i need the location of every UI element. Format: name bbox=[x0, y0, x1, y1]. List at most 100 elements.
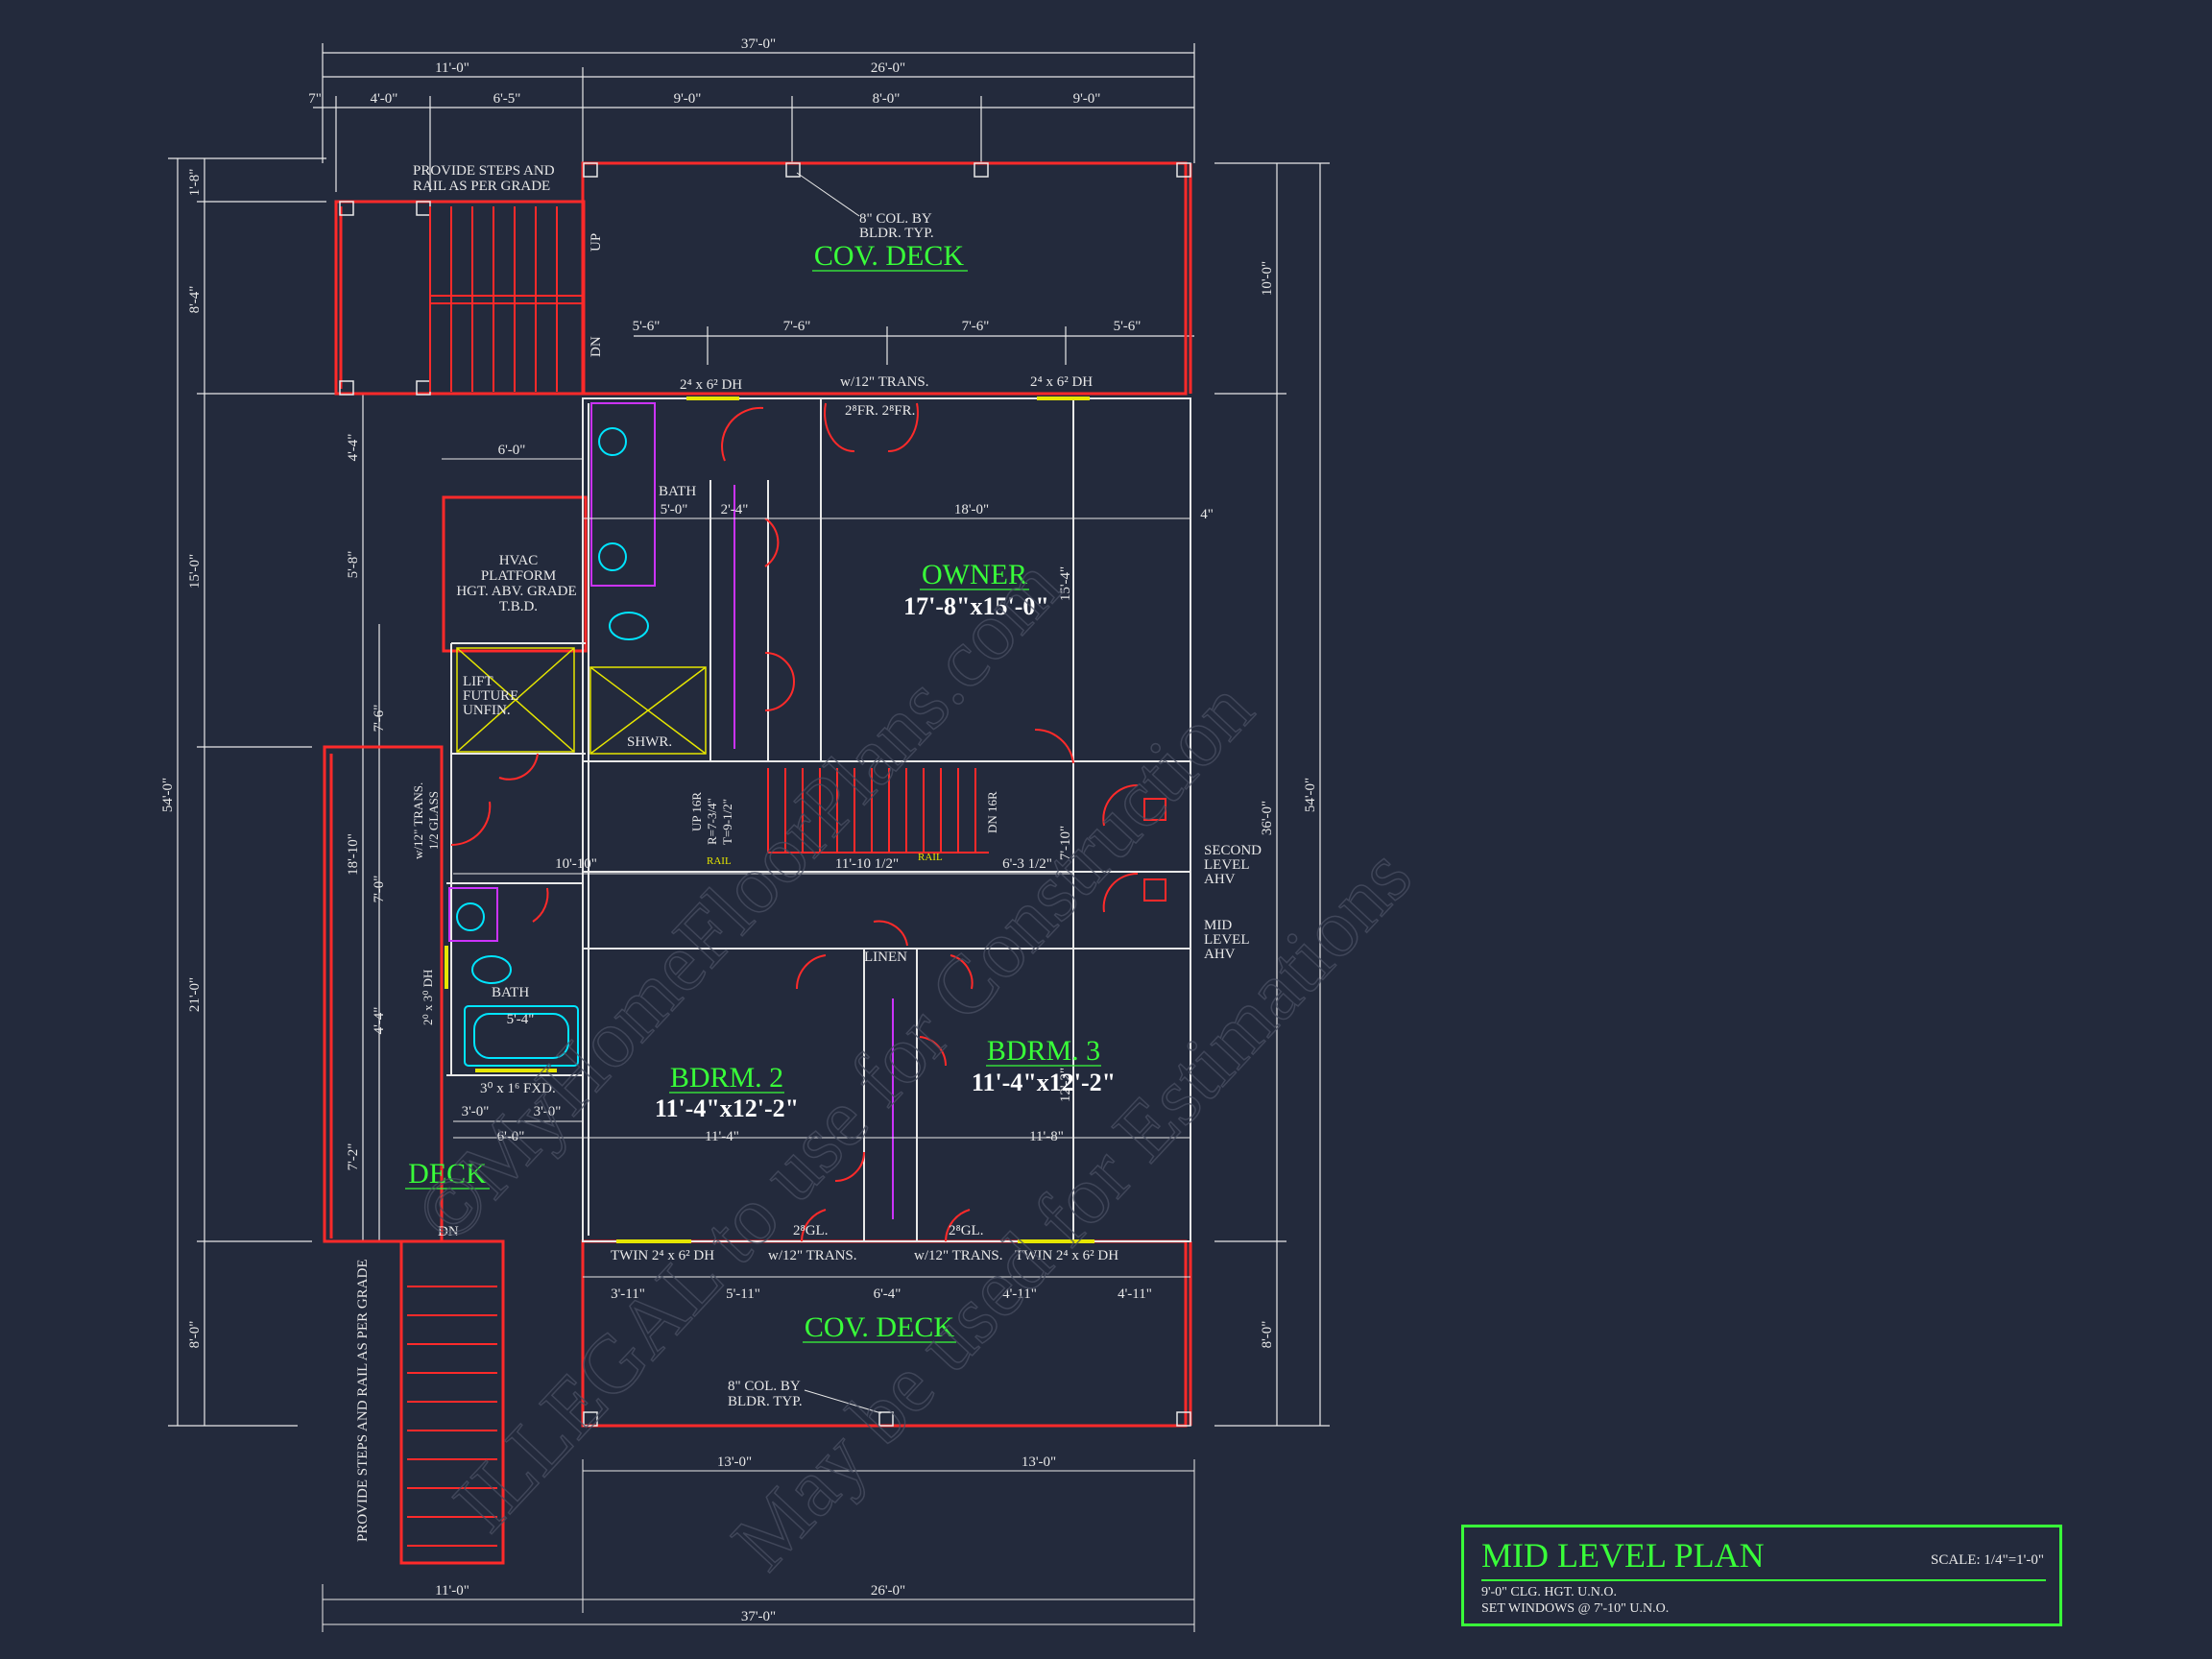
dim-11-10: 11'-10 1/2" bbox=[835, 856, 899, 872]
room-cov-deck-top: COV. DECK bbox=[814, 240, 964, 272]
dim-11-4: 11'-4" bbox=[705, 1129, 739, 1144]
room-cov-deck-bottom: COV. DECK bbox=[805, 1311, 954, 1343]
door-swings bbox=[450, 402, 1139, 1242]
note-trans-glass-2: 1/2 GLASS bbox=[426, 791, 441, 850]
dim-mid-7-6a: 7'-6" bbox=[783, 319, 811, 334]
ahv-unit-second bbox=[1143, 798, 1166, 821]
note-steps-bottom: PROVIDE STEPS AND RAIL AS PER GRADE bbox=[355, 1260, 371, 1543]
note-mid-ahv-3: AHV bbox=[1204, 947, 1236, 962]
dim-bottom-26: 26'-0" bbox=[871, 1583, 905, 1599]
dim-right-54: 54'-0" bbox=[1303, 778, 1318, 812]
dim-right-7-10: 7'-10" bbox=[1058, 826, 1073, 860]
room-deck: DECK bbox=[408, 1158, 487, 1190]
note-stair-up: UP 16R bbox=[689, 792, 704, 831]
label-linen: LINEN bbox=[864, 950, 907, 965]
dim-6-0: 6'-0" bbox=[498, 443, 526, 458]
dim-left-54: 54'-0" bbox=[160, 778, 176, 812]
note-mid-ahv-2: LEVEL bbox=[1204, 932, 1249, 948]
note-gl-right: 2⁸GL. bbox=[949, 1223, 983, 1238]
note-win-bot-trans2: w/12" TRANS. bbox=[914, 1248, 1003, 1263]
top-dimension-lines bbox=[313, 43, 1195, 365]
room-bdrm3-size: 11'-4"x12'-2" bbox=[972, 1069, 1116, 1096]
note-rail: RAIL bbox=[707, 855, 732, 867]
note-col-top-2: BLDR. TYP. bbox=[859, 226, 934, 241]
dim-top-6-5: 6'-5" bbox=[493, 91, 521, 107]
note-dn: DN bbox=[589, 336, 604, 357]
dim-b-13a: 13'-0" bbox=[717, 1455, 752, 1470]
note-trans-glass-1: w/12" TRANS. bbox=[411, 782, 425, 859]
room-owner: OWNER bbox=[922, 559, 1027, 590]
note-stair-t: T=9-1/2" bbox=[720, 799, 734, 845]
room-owner-size: 17'-8"x15'-0" bbox=[903, 592, 1049, 620]
note-fr-doors: 2⁸FR. 2⁸FR. bbox=[845, 403, 915, 419]
plan-title: MID LEVEL PLAN bbox=[1481, 1536, 1765, 1575]
dim-18-0: 18'-0" bbox=[954, 502, 989, 517]
note-steps-top-1: PROVIDE STEPS AND bbox=[413, 163, 555, 179]
dim-mid-5-6b: 5'-6" bbox=[1114, 319, 1142, 334]
dim-6-0b: 6'-0" bbox=[497, 1129, 525, 1144]
dim-6-3: 6'-3 1/2" bbox=[1002, 856, 1052, 872]
note-dn-deck: DN bbox=[438, 1224, 459, 1239]
dim-5-4: 5'-4" bbox=[507, 1012, 535, 1027]
note-win-top-left: 2⁴ x 6² DH bbox=[680, 377, 742, 393]
note-col-bot-1: 8" COL. BY bbox=[728, 1379, 801, 1394]
dim-bottom-overall: 37'-0" bbox=[741, 1609, 776, 1624]
note-fxd: 3⁰ x 1⁶ FXD. bbox=[480, 1081, 556, 1096]
dim-b-5-11: 5'-11" bbox=[726, 1286, 760, 1302]
dim-left-5-8: 5'-8" bbox=[346, 551, 361, 579]
dim-left-7-2: 7'-2" bbox=[346, 1143, 361, 1171]
dim-b-4-11a: 4'-11" bbox=[1002, 1286, 1037, 1302]
room-bdrm2-size: 11'-4"x12'-2" bbox=[655, 1094, 799, 1122]
dim-b-3-11: 3'-11" bbox=[611, 1286, 645, 1302]
note-hvac-4: T.B.D. bbox=[499, 599, 538, 614]
interior-walls bbox=[446, 397, 1191, 1242]
dim-top-26: 26'-0" bbox=[871, 60, 905, 76]
note-mid-ahv-1: MID bbox=[1204, 918, 1232, 933]
dim-top-overall: 37'-0" bbox=[741, 36, 776, 52]
dim-right-4: 4" bbox=[1200, 507, 1214, 522]
note-col-bot-2: BLDR. TYP. bbox=[728, 1394, 803, 1409]
top-stair bbox=[429, 206, 583, 392]
leader-col-bot bbox=[804, 1389, 882, 1414]
note-hvac-2: PLATFORM bbox=[481, 568, 556, 584]
dim-bottom-11: 11'-0" bbox=[435, 1583, 469, 1599]
note-dh-side: 2⁰ x 3⁰ DH bbox=[421, 970, 435, 1025]
dim-5-0: 5'-0" bbox=[661, 502, 688, 517]
ahv-unit-mid bbox=[1143, 878, 1166, 902]
title-underline bbox=[1481, 1579, 2046, 1581]
wall-lines bbox=[323, 161, 1192, 1565]
label-shwr: SHWR. bbox=[627, 734, 672, 750]
windows bbox=[445, 397, 1094, 1243]
dim-left-4-4b: 4'-4" bbox=[372, 1007, 387, 1035]
plan-note-windows: SET WINDOWS @ 7'-10" U.N.O. bbox=[1481, 1601, 1670, 1616]
dim-mid-7-6b: 7'-6" bbox=[962, 319, 990, 334]
plan-scale: SCALE: 1/4"=1'-0" bbox=[1931, 1552, 2044, 1568]
note-second-ahv-3: AHV bbox=[1204, 872, 1236, 887]
dim-left-21: 21'-0" bbox=[187, 977, 203, 1012]
note-gl-left: 2⁸GL. bbox=[793, 1223, 828, 1238]
note-col-top-1: 8" COL. BY bbox=[859, 211, 932, 227]
note-rail-2: RAIL bbox=[918, 852, 943, 863]
dim-3-0b: 3'-0" bbox=[534, 1104, 562, 1119]
room-bdrm3: BDRM. 3 bbox=[987, 1035, 1100, 1067]
dim-left-8: 8'-0" bbox=[187, 1321, 203, 1349]
side-dimension-lines bbox=[168, 157, 1330, 1427]
lift-and-shower bbox=[456, 647, 707, 755]
dim-right-8: 8'-0" bbox=[1260, 1321, 1275, 1349]
label-bath-top: BATH bbox=[659, 484, 696, 499]
dim-top-11: 11'-0" bbox=[435, 60, 469, 76]
note-stair-dn: DN 16R bbox=[985, 791, 999, 833]
note-win-top-right: 2⁴ x 6² DH bbox=[1030, 374, 1093, 390]
dim-b-6-4: 6'-4" bbox=[874, 1286, 902, 1302]
dim-top-9a: 9'-0" bbox=[674, 91, 702, 107]
dim-left-7-0: 7'-0" bbox=[372, 876, 387, 903]
note-hvac-3: HGT. ABV. GRADE bbox=[456, 584, 576, 599]
dim-top-8: 8'-0" bbox=[873, 91, 901, 107]
label-bath-bottom: BATH bbox=[492, 985, 529, 1000]
dim-10-10: 10'-10" bbox=[555, 856, 597, 872]
dim-top-4-0: 4'-0" bbox=[371, 91, 398, 107]
note-lift-2: FUTURE bbox=[463, 688, 518, 704]
dim-left-18-10: 18'-10" bbox=[346, 833, 361, 876]
note-win-bot-trans1: w/12" TRANS. bbox=[768, 1248, 857, 1263]
